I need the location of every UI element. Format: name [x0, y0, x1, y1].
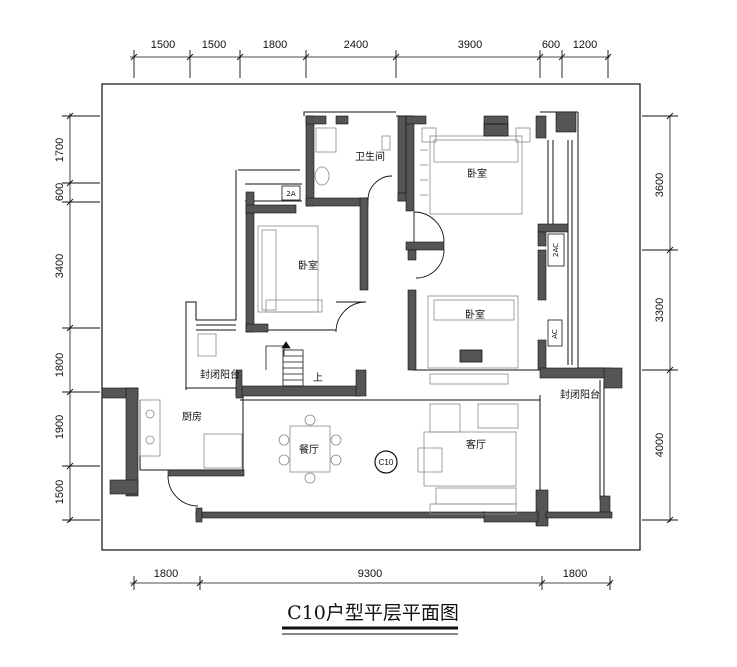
room-label-dining: 餐厅	[299, 443, 319, 456]
dim-top-1: 1500	[151, 39, 175, 51]
walls	[101, 111, 623, 527]
dim-left-6: 1500	[54, 480, 66, 504]
stair-up-label: 上	[313, 372, 323, 384]
dim-top: 1500 1500 1800 2400 3900 600 1200	[151, 39, 597, 51]
furniture	[139, 123, 531, 515]
dim-left-2: 600	[54, 183, 66, 201]
drawing-border	[101, 83, 641, 551]
dim-right: 3600 3300 4000	[654, 173, 666, 457]
dim-tick-top-slash	[558, 53, 566, 61]
dim-bottom-3: 1800	[563, 568, 587, 580]
dim-top-2: 1500	[202, 39, 226, 51]
dim-tick-left-slash	[66, 112, 74, 120]
dim-top-3: 1800	[263, 39, 287, 51]
dim-tick-top-slash	[302, 53, 310, 61]
ac-label-top: 2A	[286, 190, 295, 198]
room-label-bedroom-top-right: 卧室	[467, 167, 487, 180]
dim-left-3: 3400	[54, 254, 66, 278]
plan-title: C10户型平层平面图	[287, 602, 459, 624]
dim-top-7: 1200	[573, 39, 597, 51]
room-label-bedroom-left: 卧室	[298, 259, 318, 272]
dim-tick-top-slash	[536, 53, 544, 61]
dim-tick-top-slash	[186, 53, 194, 61]
dim-tick-right-slash	[666, 516, 674, 524]
dimension-ticks	[62, 50, 678, 590]
dim-tick-top-slash	[130, 53, 138, 61]
dim-right-1: 3600	[654, 173, 666, 197]
doors	[167, 175, 445, 507]
dim-right-3: 4000	[654, 433, 666, 457]
dim-top-6: 600	[542, 39, 560, 51]
room-label-balcony-right: 封闭阳台	[560, 388, 600, 401]
dim-tick-left-slash	[66, 198, 74, 206]
dim-tick-right-slash	[666, 246, 674, 254]
ac-label-right-upper: 2AC	[552, 243, 560, 257]
dim-tick-left-slash	[66, 388, 74, 396]
room-label-living: 客厅	[466, 438, 486, 451]
dimension-lines	[69, 56, 671, 584]
unit-tag-circle	[374, 450, 398, 474]
dim-left-4: 1800	[54, 353, 66, 377]
dim-left: 1700 600 3400 1800 1900 1500	[54, 138, 66, 504]
dim-tick-bottom-slash	[196, 579, 204, 587]
ac-units	[281, 185, 565, 347]
dim-tick-bottom-slash	[538, 579, 546, 587]
dim-tick-right-slash	[666, 366, 674, 374]
dim-tick-top-slash	[236, 53, 244, 61]
dim-bottom-2: 9300	[358, 568, 382, 580]
dim-bottom-1: 1800	[154, 568, 178, 580]
dim-top-5: 3900	[458, 39, 482, 51]
unit-tag-label: C10	[379, 458, 394, 467]
dim-left-5: 1900	[54, 415, 66, 439]
dim-tick-left-slash	[66, 324, 74, 332]
stairs	[265, 341, 304, 387]
dim-right-2: 3300	[654, 298, 666, 322]
dim-left-1: 1700	[54, 138, 66, 162]
room-label-kitchen: 厨房	[182, 410, 202, 423]
dim-tick-right-slash	[666, 112, 674, 120]
dim-top-4: 2400	[344, 39, 368, 51]
room-label-bathroom: 卫生间	[355, 150, 385, 163]
ac-label-right-lower: AC	[551, 329, 559, 339]
dim-tick-left-slash	[66, 516, 74, 524]
thin-lines	[139, 111, 606, 500]
room-label-bedroom-right: 卧室	[465, 308, 485, 321]
dim-bottom: 1800 9300 1800	[154, 568, 587, 580]
dim-tick-bottom-slash	[130, 579, 138, 587]
dim-tick-top-slash	[392, 53, 400, 61]
dim-tick-bottom-slash	[606, 579, 614, 587]
dim-tick-left-slash	[66, 179, 74, 187]
dim-tick-left-slash	[66, 462, 74, 470]
dim-tick-top-slash	[604, 53, 612, 61]
room-label-balcony-left: 封闭阳台	[200, 368, 240, 381]
